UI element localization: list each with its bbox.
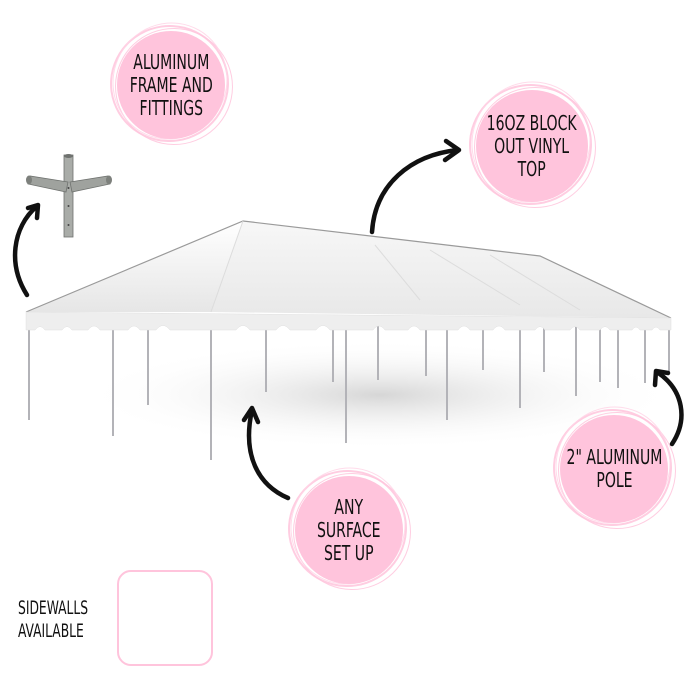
badge-label: ANY SURFACE SET UP xyxy=(317,494,381,565)
arrow-to-pole xyxy=(654,369,684,447)
roof-main-slope xyxy=(211,221,671,318)
tent-valance xyxy=(25,311,672,331)
badge-any-surface: ANY SURFACE SET UP xyxy=(269,446,427,606)
arrows xyxy=(12,138,684,501)
badge-label: 16OZ BLOCK OUT VINYL TOP xyxy=(487,110,577,181)
arrow-to-fitting xyxy=(12,203,40,298)
arrow-head-fitting xyxy=(25,202,41,221)
tent-poles xyxy=(28,320,670,460)
sidewall-frame xyxy=(117,570,213,666)
badge-aluminum-frame: ALUMINUM FRAME AND FITTINGS xyxy=(91,1,249,161)
ground-shadow xyxy=(80,340,680,450)
badge-aluminum-pole: 2" ALUMINUM POLE xyxy=(534,385,692,545)
sidewalls-available-label: SIDEWALLS AVAILABLE xyxy=(18,597,89,643)
badge-label: ALUMINUM FRAME AND FITTINGS xyxy=(129,49,213,120)
arrow-head-pole xyxy=(652,368,671,388)
badge-vinyl-top: 16OZ BLOCK OUT VINYL TOP xyxy=(449,59,613,225)
arrow-to-surface xyxy=(246,407,291,501)
arrow-head-top xyxy=(442,138,462,163)
badge-label: 2" ALUMINUM POLE xyxy=(566,445,662,492)
arrow-head-surface xyxy=(241,405,261,425)
arrow-to-top-badge xyxy=(369,147,461,235)
fitting-icon xyxy=(26,154,112,238)
